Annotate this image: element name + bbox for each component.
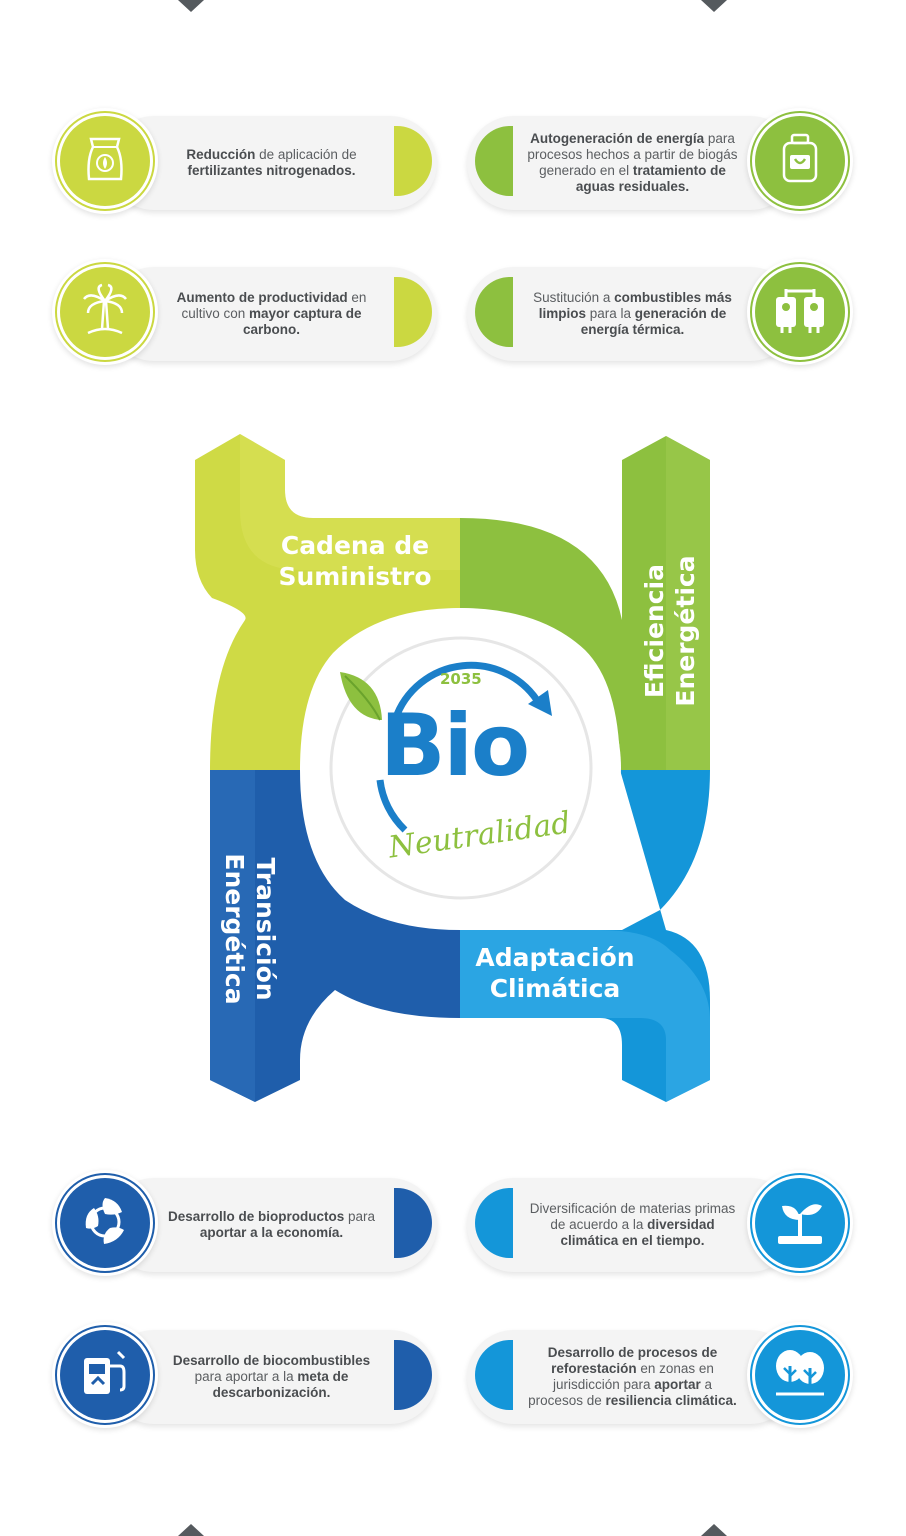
card-icon-fill [60, 267, 150, 357]
card-text-part: para [344, 1209, 376, 1224]
card-text: Sustitución a combustibles más limpios p… [525, 271, 740, 357]
trees-icon [772, 1346, 828, 1405]
card-text-part: Desarrollo de procesos de [547, 1345, 718, 1360]
card-icon-ring [55, 111, 155, 211]
recycle-leaves-icon [78, 1194, 132, 1253]
card-icon-circle [747, 1170, 853, 1276]
card-background [107, 1330, 437, 1424]
card-icon-ring [55, 1325, 155, 1425]
card-text-part: aportar a la economía. [199, 1225, 344, 1240]
card-background [467, 116, 797, 210]
card-icon-circle [52, 1322, 158, 1428]
card-text: Autogeneración de energía para procesos … [525, 120, 740, 206]
boiler-tanks-icon [772, 285, 828, 340]
energy-efficiency-label: Eficiencia Energética [640, 555, 700, 707]
card-icon-fill [60, 1330, 150, 1420]
card-background [467, 1178, 797, 1272]
card-icon-fill [755, 267, 845, 357]
card-icon-circle [747, 1322, 853, 1428]
climate-adaptation-label: Adaptación Climática [475, 943, 635, 1003]
card-text: Desarrollo de biocombustibles para aport… [164, 1334, 379, 1420]
energy-transition-band [210, 770, 460, 1102]
card-icon-circle [747, 259, 853, 365]
card-text: Desarrollo de procesos de reforestación … [525, 1334, 740, 1420]
card-text-part: combustibles más limpios [538, 290, 732, 321]
top-left-arrow [178, 0, 204, 12]
biogas-tank-icon [778, 133, 822, 190]
card-text-part: en cultivo con [181, 290, 367, 321]
card-background [107, 1178, 437, 1272]
card-text-part: para procesos hechos a partir de biogás … [527, 131, 738, 178]
bottom-left-arrow [178, 1524, 204, 1536]
card-text-part: Diversificación de materias primas de ac… [529, 1201, 736, 1232]
logo-bio-word: Bio [380, 696, 530, 796]
card-text-part: aportar [654, 1377, 701, 1392]
biofuel-pump-icon [78, 1346, 132, 1405]
card-text-part: en zonas en jurisdicción para [552, 1361, 714, 1392]
bottom-card-3: Desarrollo de procesos de reforestación … [467, 1322, 853, 1428]
card-icon-circle [52, 259, 158, 365]
card-text-part: reforestación [551, 1361, 637, 1376]
fertilizer-bag-icon [81, 133, 129, 190]
energy-transition-label: Transición Energética [220, 853, 280, 1005]
card-text-part: resiliencia climática. [605, 1393, 737, 1408]
card-icon-circle [52, 108, 158, 214]
card-icon-ring [55, 1173, 155, 1273]
card-text-part: Aumento de productividad [176, 290, 348, 305]
card-icon-ring [750, 1325, 850, 1425]
bottom-card-0: Desarrollo de bioproductos para aportar … [52, 1170, 437, 1276]
card-text-part: mayor captura de carbono. [242, 306, 362, 337]
bottom-card-1: Diversificación de materias primas de ac… [467, 1170, 853, 1276]
card-text-part: Autogeneración de energía [530, 131, 705, 146]
logo-year: 2035 [440, 670, 482, 688]
card-text-part: Desarrollo de bioproductos [167, 1209, 345, 1224]
card-text: Desarrollo de bioproductos para aportar … [164, 1182, 379, 1268]
card-icon-ring [750, 262, 850, 362]
card-text-part: Reducción [186, 147, 256, 162]
card-text-part: meta de descarbonización. [212, 1369, 349, 1400]
leaf-shape [340, 672, 382, 720]
card-text-part: fertilizantes nitrogenados. [187, 163, 356, 178]
card-text-part: de aplicación de [255, 147, 357, 162]
top-card-1: Autogeneración de energía para procesos … [467, 108, 853, 214]
card-background [107, 116, 437, 210]
card-background [467, 267, 797, 361]
card-icon-fill [60, 116, 150, 206]
card-icon-circle [747, 108, 853, 214]
top-card-2: Aumento de productividad en cultivo con … [52, 259, 437, 365]
card-icon-fill [755, 116, 845, 206]
card-icon-ring [750, 1173, 850, 1273]
card-icon-fill [755, 1330, 845, 1420]
card-text-part: Sustitución a [533, 290, 615, 305]
palm-tree-icon [80, 283, 130, 342]
bottom-card-2: Desarrollo de biocombustibles para aport… [52, 1322, 437, 1428]
card-text-part: diversidad climática en el tiempo. [560, 1217, 715, 1248]
quadrant-ring-svg [195, 434, 710, 1102]
card-icon-ring [55, 262, 155, 362]
card-icon-fill [755, 1178, 845, 1268]
supply-chain-label: Cadena de Suministro [278, 531, 432, 591]
top-card-0: Reducción de aplicación de fertilizantes… [52, 108, 437, 214]
card-text-part: generación de energía térmica. [580, 306, 727, 337]
card-background [107, 267, 437, 361]
card-text-part: para aportar a la [194, 1369, 298, 1384]
card-text: Diversificación de materias primas de ac… [525, 1182, 740, 1268]
card-icon-fill [60, 1178, 150, 1268]
card-text-part: Desarrollo de biocombustibles [172, 1353, 371, 1368]
sprout-icon [772, 1196, 828, 1251]
card-icon-circle [52, 1170, 158, 1276]
card-text: Reducción de aplicación de fertilizantes… [164, 120, 379, 206]
card-text: Aumento de productividad en cultivo con … [164, 271, 379, 357]
energy-efficiency-band [460, 436, 710, 770]
top-card-3: Sustitución a combustibles más limpios p… [467, 259, 853, 365]
bio-neutralidad-diagram: Cadena de Suministro Eficiencia Energéti… [0, 420, 906, 1120]
card-text-part: tratamiento de aguas residuales. [575, 163, 726, 194]
top-right-arrow [701, 0, 727, 12]
bottom-right-arrow [701, 1524, 727, 1536]
card-text-part: para la [585, 306, 635, 321]
card-text-part: a procesos de [528, 1377, 713, 1408]
card-background [467, 1330, 797, 1424]
card-icon-ring [750, 111, 850, 211]
